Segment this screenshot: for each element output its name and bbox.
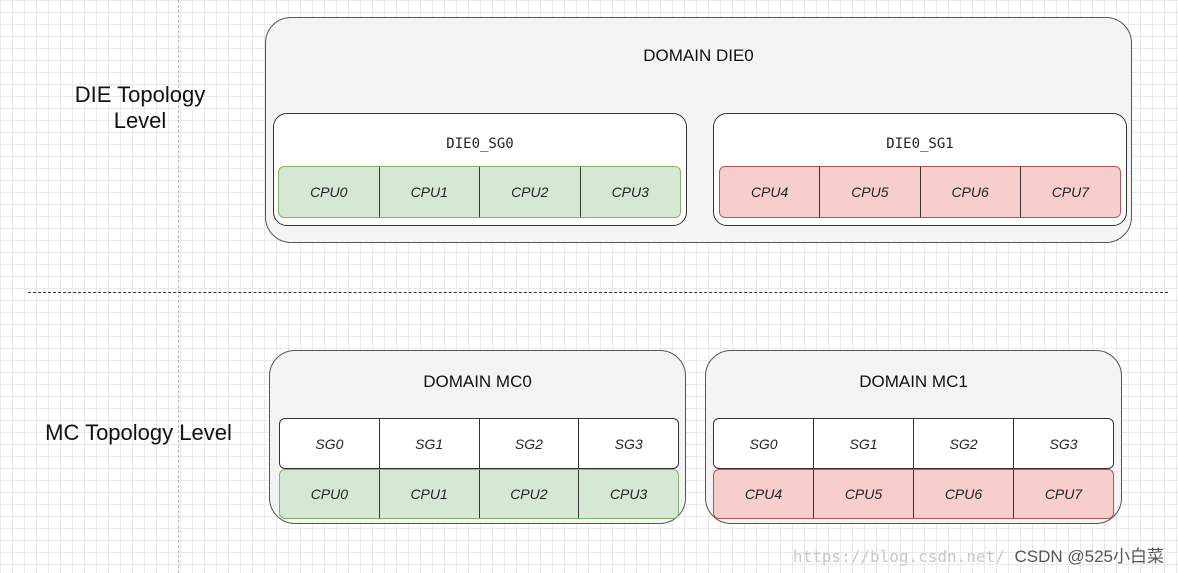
cpu-cell: CPU3 [611, 184, 649, 200]
watermark-url: https://blog.csdn.net/ [792, 547, 1005, 566]
domain-die0-title: DOMAIN DIE0 [643, 46, 754, 65]
domain-die0: DOMAIN DIE0 DIE0_SG0 CPU0 CPU1 CPU2 CPU3… [265, 17, 1132, 243]
sched-group-cell: SG2 [914, 419, 1014, 468]
cpu-cell: CPU4 [720, 167, 821, 217]
cpu-cell: CPU0 [280, 470, 380, 518]
cpu-cell: CPU5 [820, 167, 921, 217]
cpu-cell: CPU6 [921, 167, 1021, 217]
level-divider-line [28, 292, 1168, 293]
cpu-cell: CPU4 [714, 470, 814, 518]
cpu-cell: CPU1 [380, 470, 480, 518]
sched-group-cell: SG1 [380, 419, 480, 468]
sched-group-cell: SG3 [614, 435, 643, 452]
mc-topology-level-label: MC Topology Level [45, 420, 232, 445]
mc1-sched-group-row: SG0 SG1 SG2 SG3 [713, 418, 1114, 469]
cpu-cell: CPU2 [480, 470, 580, 518]
die0-sg0-title: DIE0_SG0 [446, 136, 514, 152]
watermark-brand: CSDN @525小白菜 [1014, 547, 1164, 566]
sched-group-cell: SG2 [480, 419, 580, 468]
cpu-cell: CPU7 [1051, 184, 1090, 200]
cpu-cell: CPU2 [480, 167, 581, 217]
die0-sg1-cpu-row: CPU4 CPU5 CPU6 CPU7 [719, 166, 1121, 218]
domain-mc1: DOMAIN MC1 SG0 SG1 SG2 SG3 CPU4 CPU5 CPU… [705, 350, 1122, 524]
sched-group-cell: SG1 [814, 419, 914, 468]
die-topology-level-label: DIE Topology Level [74, 82, 206, 133]
cpu-cell: CPU5 [814, 470, 914, 518]
cpu-cell: CPU3 [609, 486, 648, 502]
sched-group-cell: SG0 [714, 419, 814, 468]
die0-sg1-title: DIE0_SG1 [886, 136, 954, 152]
cpu-cell: CPU6 [914, 470, 1014, 518]
die0-sg1-group: DIE0_SG1 CPU4 CPU5 CPU6 CPU7 [713, 113, 1127, 226]
domain-mc0: DOMAIN MC0 SG0 SG1 SG2 SG3 CPU0 CPU1 CPU… [269, 350, 686, 524]
cpu-cell: CPU1 [380, 167, 480, 217]
cpu-cell: CPU0 [279, 167, 380, 217]
sched-group-cell: SG0 [280, 419, 380, 468]
mc1-cpu-row: CPU4 CPU5 CPU6 CPU7 [713, 469, 1114, 519]
die0-sg0-group: DIE0_SG0 CPU0 CPU1 CPU2 CPU3 [273, 113, 687, 226]
domain-mc1-title: DOMAIN MC1 [859, 372, 968, 391]
sched-group-cell: SG3 [1049, 435, 1078, 452]
watermark: https://blog.csdn.net/ CSDN @525小白菜 [793, 542, 1164, 567]
vertical-guide-line [178, 0, 179, 573]
domain-mc0-title: DOMAIN MC0 [423, 372, 532, 391]
mc0-sched-group-row: SG0 SG1 SG2 SG3 [279, 418, 679, 469]
die0-sg0-cpu-row: CPU0 CPU1 CPU2 CPU3 [278, 166, 681, 218]
mc0-cpu-row: CPU0 CPU1 CPU2 CPU3 [279, 469, 679, 519]
cpu-cell: CPU7 [1044, 486, 1083, 502]
